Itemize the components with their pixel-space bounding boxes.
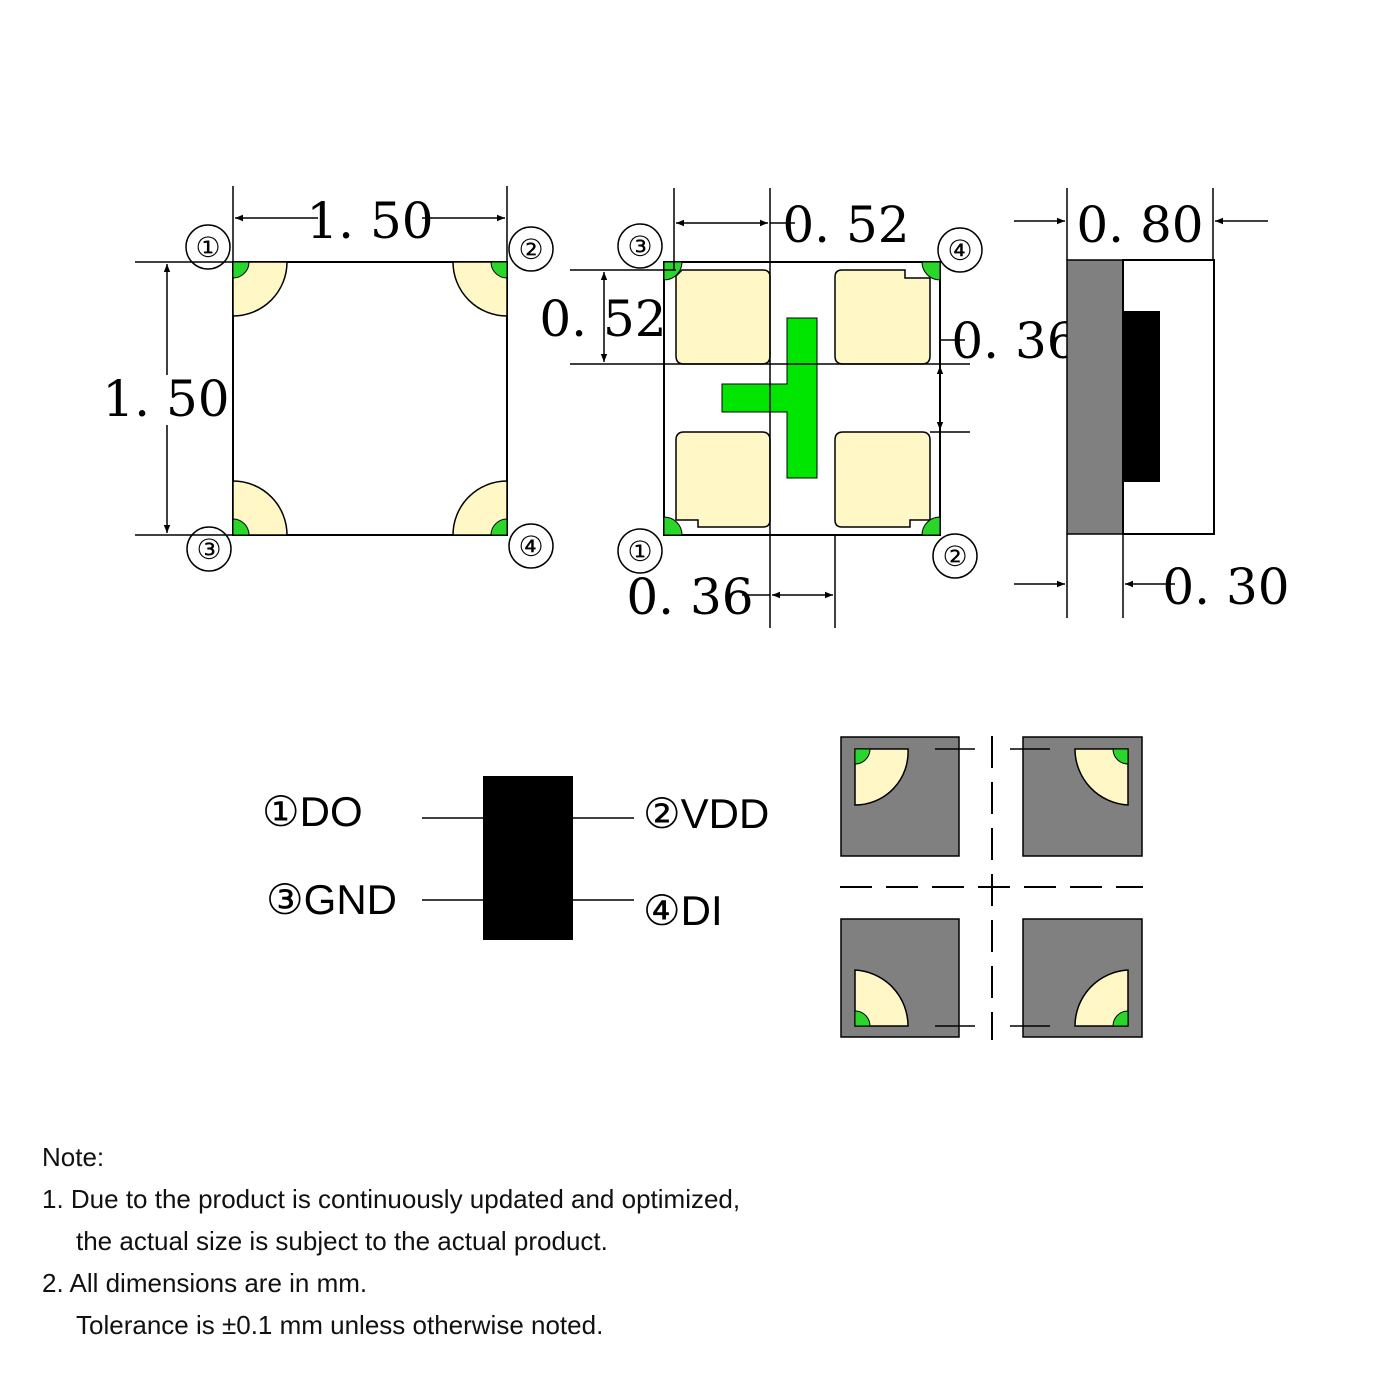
svg-text:③: ③ [196,533,221,566]
top-pad-2 [452,261,508,317]
svg-text:②: ② [942,540,967,573]
svg-text:③: ③ [627,230,652,263]
top-pin-1-marker: ① [185,224,231,270]
notes-heading: Note: [42,1142,105,1172]
top-pin-2-marker: ② [508,226,554,272]
note-2-line-1: 2. All dimensions are in mm. [42,1268,368,1298]
recommended-footprint [840,736,1143,1040]
svg-text:①: ① [195,231,220,264]
top-marker-4 [490,518,508,536]
bottom-pad-1 [675,431,771,528]
notes-section: Note: 1. Due to the product is continuou… [42,1136,740,1346]
note-1-line-1: 1. Due to the product is continuously up… [42,1184,741,1214]
bottom-pin-1-marker: ① [617,528,663,574]
bottom-pin-4-marker: ④ [937,227,983,273]
pin-label-gnd: ③GND [266,876,397,923]
bottom-pad-height-dimension: 0. 52 [539,290,666,348]
pin-label-vdd: ②VDD [643,790,769,837]
bottom-marker-1 [663,516,683,536]
svg-text:②: ② [518,233,543,266]
bottom-pin-3-marker: ③ [617,223,663,269]
top-width-dimension: 1. 50 [306,192,433,250]
top-height-dimension: 1. 50 [102,370,229,428]
bottom-horizontal-gap-dimension: 0. 36 [626,568,753,626]
bottom-marker-3 [663,261,683,281]
top-pin-4-marker: ④ [508,523,554,569]
note-2-line-2: Tolerance is ±0.1 mm unless otherwise no… [76,1310,604,1340]
side-view-body [1066,259,1124,535]
pin-label-di: ④DI [643,887,723,934]
pinout-ic-body [483,776,573,940]
pin-label-do: ①DO [262,788,363,835]
top-marker-1 [232,261,250,279]
top-pad-4 [452,480,508,536]
bottom-marker-2 [921,516,941,536]
bottom-pad-width-dimension: 0. 52 [782,196,909,254]
side-lens-dimension: 0. 30 [1162,558,1289,616]
top-marker-3 [232,518,250,536]
top-marker-2 [490,261,508,279]
side-view-chip [1123,311,1160,482]
svg-text:④: ④ [947,234,972,267]
pinout-schematic: ①DO ③GND ②VDD ④DI [262,776,769,940]
top-pad-1 [232,261,288,317]
svg-text:①: ① [627,535,652,568]
bottom-marker-4 [921,261,941,281]
bottom-pad-4 [834,269,931,365]
side-view: 0. 80 0. 30 [1014,188,1290,618]
top-view-outline [232,261,508,536]
bottom-vertical-gap-dimension: 0. 36 [951,312,1078,370]
top-view: 1. 50 1. 50 ① ② ③ ④ [102,186,554,572]
top-pad-3 [232,480,288,536]
bottom-pin-2-marker: ② [932,533,978,579]
top-pin-3-marker: ③ [186,526,232,572]
side-thickness-dimension: 0. 80 [1076,196,1203,254]
bottom-view: 0. 52 0. 52 0. 36 0. 36 ③ ④ ① ② [539,188,1079,628]
svg-text:④: ④ [518,530,543,563]
bottom-pad-3 [675,269,771,365]
note-1-line-2: the actual size is subject to the actual… [76,1226,608,1256]
bottom-pad-2 [834,431,931,528]
